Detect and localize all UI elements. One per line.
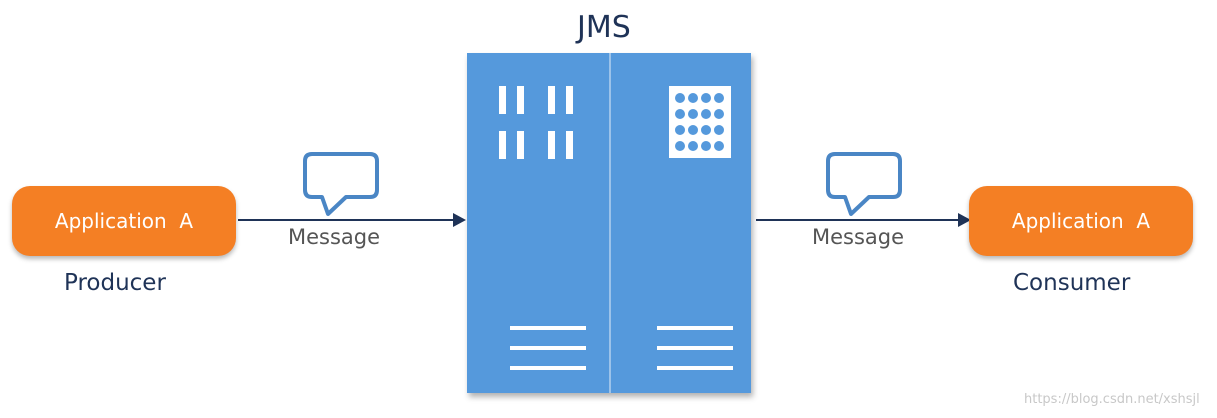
jms-title: JMS (577, 10, 631, 45)
consumer-label: Consumer (1013, 270, 1131, 296)
watermark: https://blog.csdn.net/xshsjl (1024, 392, 1200, 407)
jms-server (467, 53, 751, 393)
speech-bubble-icon (826, 152, 902, 216)
consumer-application-label: Application A (1011, 209, 1151, 233)
producer-label: Producer (64, 270, 166, 296)
server-vents-icon (499, 86, 573, 159)
producer-application-box: Application A (12, 186, 236, 256)
speech-bubble-icon (303, 152, 379, 216)
arrow-producer-to-jms (238, 213, 466, 227)
arrow-jms-to-consumer (756, 213, 971, 227)
server-dot-panel-icon (669, 86, 731, 158)
producer-application-label: Application A (54, 209, 194, 233)
message-label-right: Message (812, 225, 905, 249)
server-slots-icon (510, 326, 733, 370)
message-label-left: Message (288, 225, 381, 249)
consumer-application-box: Application A (969, 186, 1193, 256)
